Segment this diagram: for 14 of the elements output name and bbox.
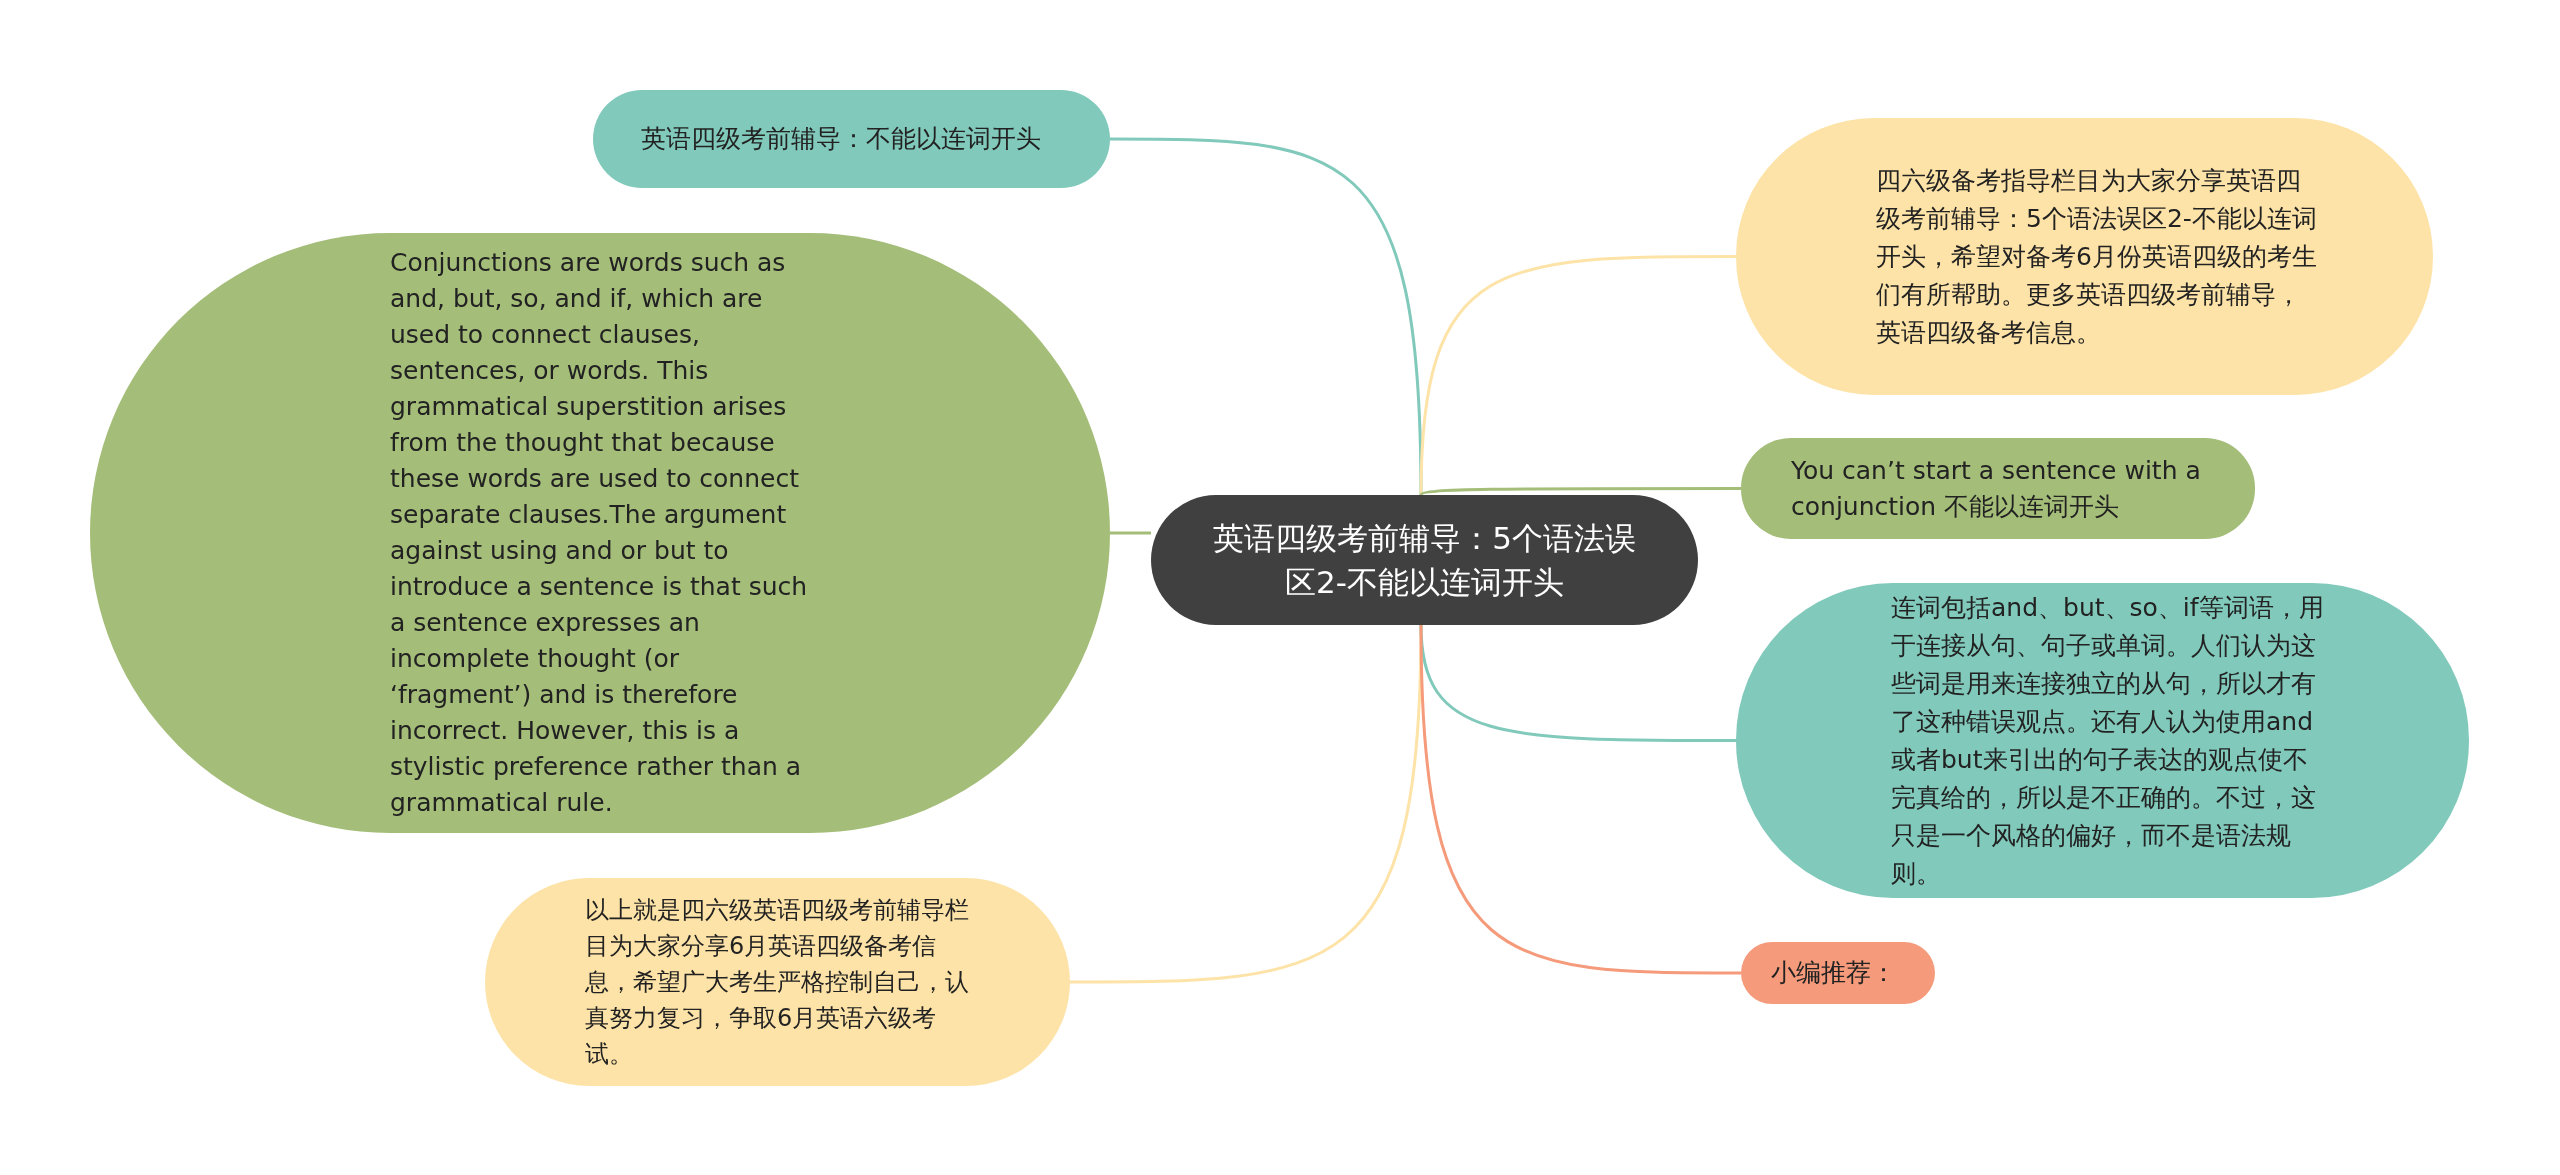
topic-text: 四六级备考指导栏目为大家分享英语四级考前辅导：5个语法误区2-不能以连词开头，希望对备考6月份英语四级的考生们有所帮助。更多英语四级考前辅导，英语四级备考信息。	[1876, 164, 2318, 349]
connector-line	[1070, 624, 1423, 984]
connector-line	[1419, 624, 1741, 975]
connector-line	[1420, 487, 1741, 497]
topic-text: Conjunctions are words such as and, but, so, and if, which are used to connect clauses, sentences, or words. This grammatical superstition arises from the thought that because these words are used to connect separate clauses.The argument against using and or but to introduce a sentence is that such a sentence expresses an incomplete thought (or ‘fragment’) and is therefore incorrect. However, this is a stylistic preference rather than a grammatical rule.	[390, 247, 809, 819]
connector-line	[1419, 255, 1736, 496]
topic-title: 英语四级考前辅导：5个语法误区2-不能以连词开头	[1212, 519, 1637, 602]
connector-line	[1110, 137, 1423, 496]
topic-text: 小编推荐：	[1771, 957, 1896, 989]
topic-text: 以上就是四六级英语四级考前辅导栏目为大家分享6月英语四级备考信息，希望广大考生严格控制自己，认真努力复习，争取6月英语六级考试。	[585, 895, 970, 1070]
topic-text: 英语四级考前辅导：不能以连词开头	[641, 123, 1041, 155]
connector-line	[1110, 531, 1151, 535]
topic-text: 连词包括and、but、so、if等词语，用于连接从句、句子或单词。人们认为这些词是用来连接独立的从句，所以才有了这种错误观点。还有人认为使用and或者but来引出的句子表达的观点使不完真给的，所以是不正确的。不过，这只是一个风格的偏好，而不是语法规则。	[1891, 591, 2325, 890]
topic-text: You can’t start a sentence with a conjunction 不能以连词开头	[1791, 454, 2202, 523]
